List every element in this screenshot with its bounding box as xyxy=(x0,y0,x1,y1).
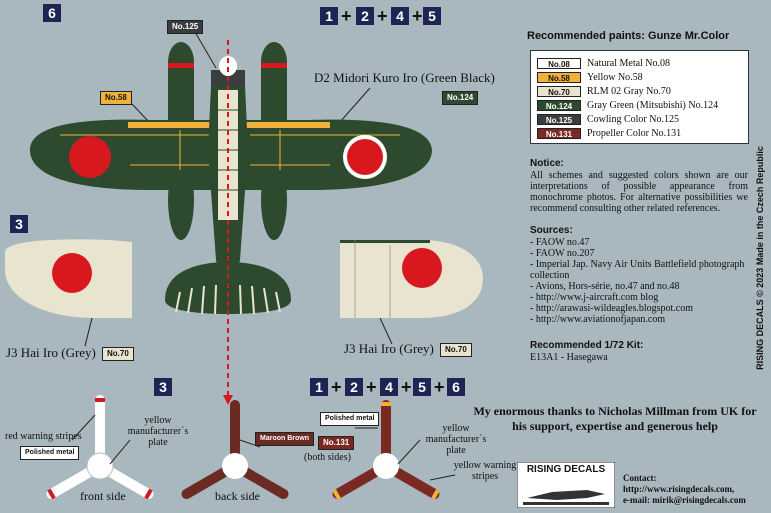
sources-list: - FAOW no.47 - FAOW no.207 - Imperial Ja… xyxy=(530,237,745,325)
prop-label-yellow-stripes: yellow warning stripes xyxy=(453,460,517,482)
paint-chip-no124: No.124 xyxy=(442,91,479,105)
source-item: - Imperial Jap. Navy Air Units Battlefie… xyxy=(530,259,745,281)
paint-chip-no58: No.58 xyxy=(100,91,132,105)
scheme-number: 4 xyxy=(380,378,398,396)
kit-text: E13A1 - Hasegawa xyxy=(530,352,608,363)
scheme-number-6: 6 xyxy=(43,4,61,22)
plus-sign: + xyxy=(412,6,423,26)
contact-email-link[interactable]: e-mail: mirik@risingdecals.com xyxy=(623,495,746,505)
scheme-number: 6 xyxy=(447,378,465,396)
contact-title: Contact: xyxy=(623,473,657,483)
paint-row: No.70 RLM 02 Gray No.70 xyxy=(537,85,671,97)
scheme-number-3: 3 xyxy=(154,378,172,396)
sources-title: Sources: xyxy=(530,225,573,236)
color-label-grey: J3 Hai Iro (Grey) xyxy=(6,345,96,360)
plus-sign: + xyxy=(331,377,342,397)
plus-sign: + xyxy=(341,6,352,26)
paint-code: No.70 xyxy=(537,85,581,97)
paint-code: No.124 xyxy=(537,99,581,111)
paint-row: No.58 Yellow No.58 xyxy=(537,71,643,83)
paint-row: No.08 Natural Metal No.08 xyxy=(537,57,670,69)
source-item: - FAOW no.207 xyxy=(530,248,595,259)
paint-name: Yellow No.58 xyxy=(587,71,643,83)
paint-name: RLM 02 Gray No.70 xyxy=(587,85,671,97)
paint-chip-maroon: Maroon Brown xyxy=(255,432,314,446)
paint-row: No.131 Propeller Color No.131 xyxy=(537,127,681,139)
thanks-text: My enormous thanks to Nicholas Millman f… xyxy=(473,404,757,433)
paint-code: No.131 xyxy=(537,127,581,139)
scheme-number: 1 xyxy=(310,378,328,396)
paint-row: No.124 Gray Green (Mitsubishi) No.124 xyxy=(537,99,718,111)
rising-decals-logo: RISING DECALS xyxy=(516,461,616,509)
prop-label-front: front side xyxy=(80,489,126,503)
prop-label-both-sides: (both sides) xyxy=(304,452,351,463)
paint-code: No.58 xyxy=(537,71,581,83)
paint-chip-no70: No.70 xyxy=(102,347,134,361)
color-label-grey: J3 Hai Iro (Grey) xyxy=(344,341,434,356)
paint-chip-polished: Polished metal xyxy=(20,446,80,460)
paint-name: Natural Metal No.08 xyxy=(587,57,671,69)
plus-sign: + xyxy=(434,377,445,397)
kit-title: Recommended 1/72 Kit: xyxy=(530,340,644,351)
plus-sign: + xyxy=(401,377,412,397)
paints-table: No.08 Natural Metal No.08 No.58 Yellow No.… xyxy=(530,50,749,144)
paint-chip-no70: No.70 xyxy=(440,343,472,357)
paint-chip-polished: Polished metal xyxy=(320,412,380,426)
copyright-vertical: RISING DECALS © 2023 Made in the Czech R… xyxy=(755,146,765,370)
source-item: - http://www.aviationofjapan.com xyxy=(530,314,666,325)
source-item: - http://www.j-aircraft.com blog xyxy=(530,292,659,303)
contact-web-link[interactable]: http://www.risingdecals.com, xyxy=(623,484,735,494)
prop-label-red-stripes: red warning stripes xyxy=(5,431,82,442)
scheme-number: 4 xyxy=(391,7,409,25)
prop-label-yellow-plate: yellow manufacturer´s plate xyxy=(127,415,189,448)
paint-code: No.125 xyxy=(537,113,581,125)
paint-chip-no131: No.131 xyxy=(318,436,355,450)
scheme-number: 5 xyxy=(413,378,431,396)
paint-name: Cowling Color No.125 xyxy=(587,113,679,125)
prop-label-back: back side xyxy=(215,489,260,503)
contact-block: Contact: http://www.risingdecals.com, e-… xyxy=(623,473,746,506)
source-item: - FAOW no.47 xyxy=(530,237,590,248)
notice-text: All schemes and suggested colors shown a… xyxy=(530,170,748,214)
notice-title: Notice: xyxy=(530,158,564,169)
scheme-number: 2 xyxy=(345,378,363,396)
source-item: - http://arawasi-wildeagles.blogspot.com xyxy=(530,303,694,314)
logo-text: RISING DECALS xyxy=(526,464,606,475)
paint-code: No.08 xyxy=(537,57,581,69)
prop-label-yellow-plate: yellow manufacturer´s plate xyxy=(425,423,487,456)
plus-sign: + xyxy=(377,6,388,26)
scheme-number-3: 3 xyxy=(10,215,28,233)
paint-name: Gray Green (Mitsubishi) No.124 xyxy=(587,99,719,111)
scheme-number: 2 xyxy=(356,7,374,25)
color-label-green-black: D2 Midori Kuro Iro (Green Black) xyxy=(314,70,495,85)
paint-chip-no125: No.125 xyxy=(167,20,204,34)
scheme-number: 5 xyxy=(423,7,441,25)
paints-title: Recommended paints: Gunze Mr.Color xyxy=(527,30,730,42)
plus-sign: + xyxy=(366,377,377,397)
paint-row: No.125 Cowling Color No.125 xyxy=(537,113,679,125)
paint-name: Propeller Color No.131 xyxy=(587,127,682,139)
scheme-number: 1 xyxy=(320,7,338,25)
source-item: - Avions, Hors-série, no.47 and no.48 xyxy=(530,281,680,292)
